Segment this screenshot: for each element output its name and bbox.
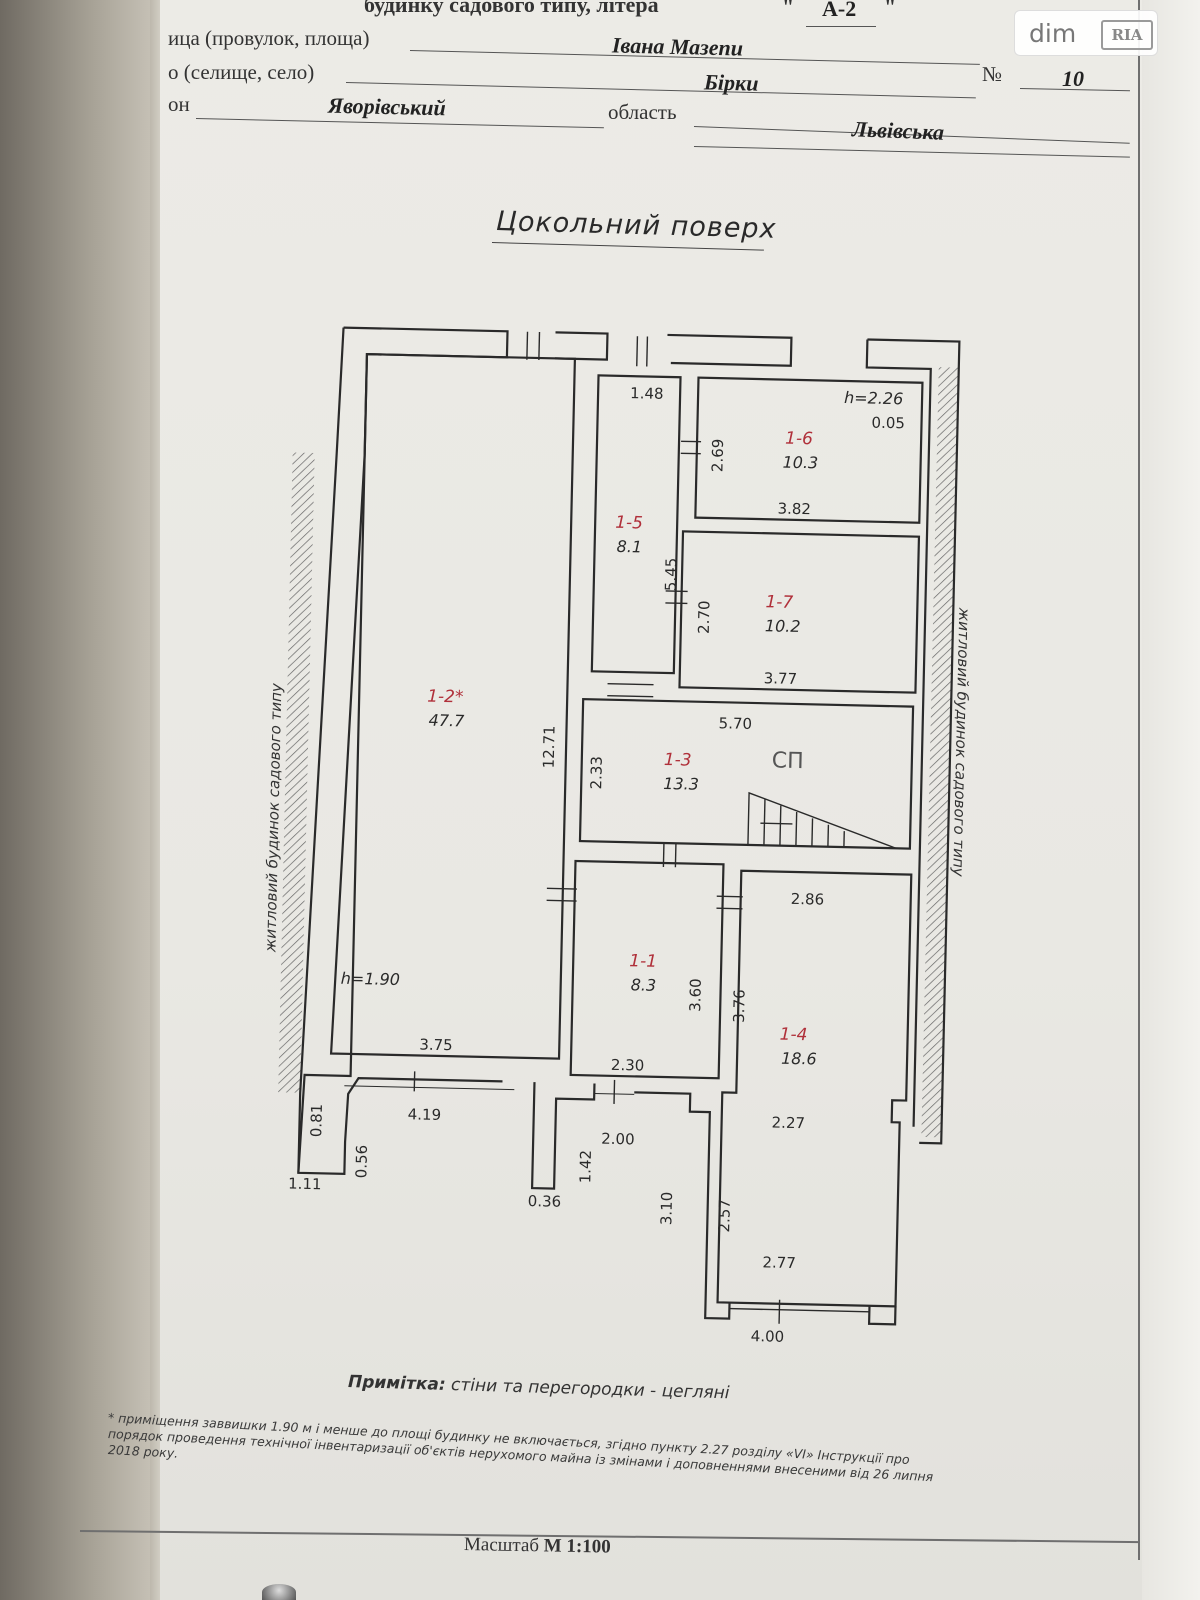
wall-outer-right — [867, 338, 961, 1145]
room-1-5-id: 1-5 — [615, 513, 643, 534]
number-label: № — [982, 62, 1003, 86]
dim-5-45: 5.45 — [662, 557, 681, 591]
height-lower: h=1.90 — [341, 969, 401, 989]
height-upper: h=2.26 — [844, 388, 904, 408]
plan-drawing: 1-2* 47.7 1-5 8.1 1-6 10.3 1-7 10.2 1-3 … — [261, 326, 973, 1346]
dim-2-00: 2.00 — [601, 1130, 635, 1149]
stair-label: СП — [772, 748, 804, 774]
room-1-6-id: 1-6 — [785, 429, 813, 450]
frame-right-line — [1138, 0, 1140, 1560]
wall-top-mid — [554, 331, 609, 361]
dim-1-42: 1.42 — [576, 1150, 595, 1184]
room-1-1-id: 1-1 — [629, 951, 657, 972]
wall-outer-left — [297, 326, 509, 1175]
room-1-3-area: 13.3 — [663, 774, 699, 794]
number-value: 10 — [1062, 66, 1084, 91]
wall-lower-threshold — [729, 1307, 870, 1313]
header-quote-close: " — [884, 0, 897, 19]
room-1-6-outline — [694, 376, 924, 524]
dim-2-57: 2.57 — [715, 1199, 734, 1233]
hatch-right — [921, 367, 959, 1138]
room-1-2-id: 1-2* — [427, 687, 464, 708]
wall-outer-left-2 — [297, 327, 345, 1173]
room-1-4-area: 18.6 — [781, 1049, 817, 1069]
sheet-margin — [1142, 0, 1200, 1600]
document-sheet — [160, 0, 1200, 1600]
dim-4-19: 4.19 — [408, 1105, 442, 1124]
dim-3-60: 3.60 — [686, 978, 705, 1012]
scale: Масштаб М 1:100 — [464, 1534, 611, 1559]
header-top-line: будинку садового типу, літера — [364, 0, 659, 17]
dim-2-86: 2.86 — [791, 890, 825, 909]
room-1-6-area: 10.3 — [782, 453, 818, 473]
header-litera: А-2 — [822, 0, 857, 21]
district-label: он — [168, 92, 190, 116]
openings — [344, 331, 781, 1324]
binder-spine — [0, 0, 170, 1600]
room-1-7-id: 1-7 — [765, 592, 793, 613]
region-label: область — [608, 100, 677, 124]
room-1-2-area: 47.7 — [428, 711, 465, 731]
dim-2-77: 2.77 — [762, 1253, 796, 1272]
dim-2-30: 2.30 — [611, 1056, 645, 1075]
dim-0-36: 0.36 — [528, 1192, 562, 1211]
wall-top-right — [667, 333, 793, 367]
watermark-badge: dim RIA — [1014, 10, 1158, 56]
room-1-7-outline — [678, 530, 921, 694]
dim-1-11: 1.11 — [288, 1175, 322, 1194]
dim-0-05: 0.05 — [871, 414, 905, 433]
room-1-3-outline — [578, 698, 915, 850]
binder-clip — [262, 1584, 296, 1600]
wall-lower-right-left — [634, 1091, 731, 1320]
room-1-1-outline — [569, 859, 725, 1080]
watermark-logo: RIA — [1101, 20, 1153, 50]
dim-2-69: 2.69 — [708, 439, 727, 473]
dim-3-82: 3.82 — [777, 499, 811, 518]
room-1-5-area: 8.1 — [616, 537, 642, 557]
dim-4-00: 4.00 — [751, 1327, 785, 1346]
room-1-3-id: 1-3 — [664, 750, 692, 771]
dim-3-75: 3.75 — [419, 1036, 453, 1055]
wall-lower-mid — [530, 1082, 596, 1190]
wall-lower-right-right — [867, 1305, 897, 1326]
room-1-5-outline — [590, 374, 682, 675]
room-1-2-outline — [349, 353, 577, 1060]
watermark-text: dim — [1029, 19, 1077, 48]
dim-3-77: 3.77 — [764, 669, 798, 688]
wall-inner-right — [865, 339, 932, 1127]
hatch-left — [278, 452, 315, 1093]
village-label: о (селище, село) — [168, 60, 315, 84]
note-label: Примітка: — [347, 1372, 446, 1395]
room-1-1-area: 8.3 — [631, 975, 657, 995]
header-quote-open: " — [782, 0, 795, 19]
dim-3-10: 3.10 — [657, 1192, 676, 1226]
dim-12-71: 12.71 — [540, 725, 559, 768]
street-label: ица (провулок, площа) — [168, 26, 370, 50]
scale-label: Масштаб — [463, 1534, 540, 1557]
underline-litera — [806, 26, 876, 27]
dim-3-76: 3.76 — [730, 989, 749, 1023]
dim-0-81: 0.81 — [307, 1104, 326, 1138]
room-1-4-id: 1-4 — [779, 1025, 807, 1046]
dim-2-33: 2.33 — [587, 756, 606, 790]
dim-0-56: 0.56 — [352, 1145, 371, 1179]
stairs — [747, 791, 897, 849]
scale-value: М 1:100 — [543, 1535, 611, 1558]
room-1-7-area: 10.2 — [765, 616, 801, 636]
side-label-left: житловий будинок садового типу — [261, 682, 285, 953]
dim-2-27: 2.27 — [771, 1114, 805, 1133]
room-1-4-outline — [716, 869, 913, 1308]
dim-5-70: 5.70 — [718, 714, 752, 733]
dim-2-70: 2.70 — [695, 600, 714, 634]
dim-1-48: 1.48 — [630, 384, 664, 403]
